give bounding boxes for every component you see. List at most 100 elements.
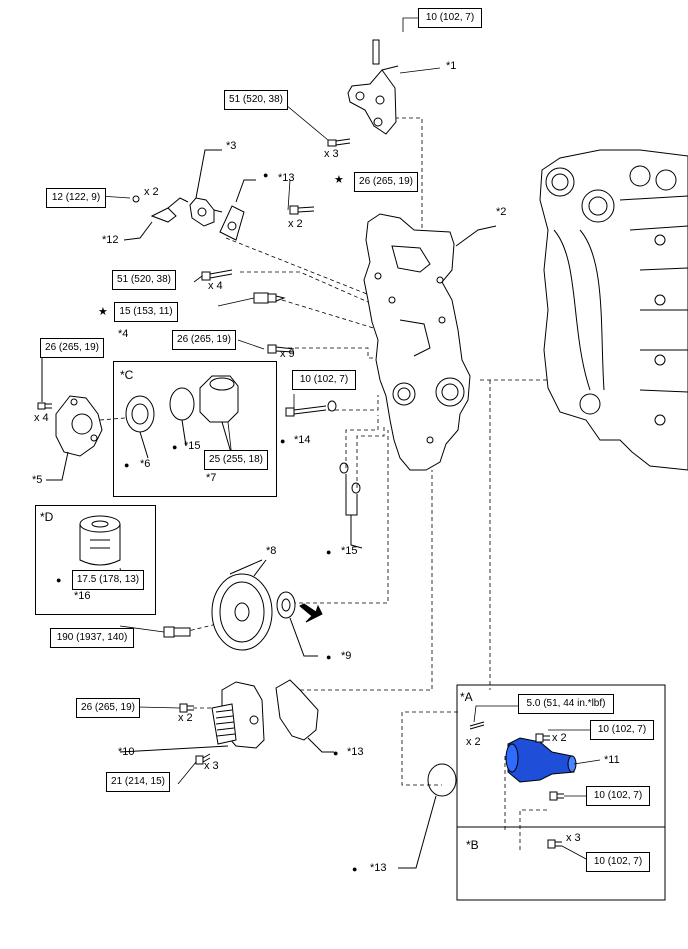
torque-spec-pulley-bolt: 190 (1937, 140) — [50, 628, 134, 648]
callout-7: *7 — [206, 472, 217, 484]
torque-spec-group-b: 10 (102, 7) — [586, 852, 650, 872]
water-inlet-part-11 — [505, 737, 577, 783]
qty-upper-bolts: x 2 — [288, 218, 303, 230]
group-c-parts — [125, 375, 239, 459]
stud-part-a — [469, 721, 485, 730]
group-d-frame — [35, 505, 156, 615]
torque-spec-inlet-x2: 10 (102, 7) — [590, 720, 654, 740]
qty-clip-bolts: x 2 — [144, 186, 159, 198]
qty-x9-bolts: x 9 — [280, 348, 295, 360]
pulley-bolt — [163, 626, 191, 638]
bracket-part-1 — [347, 39, 399, 135]
group-ab-frame — [456, 684, 666, 901]
bullet-16: ● — [56, 575, 62, 585]
qty-x4-bolts: x 4 — [208, 280, 223, 292]
bolt-x2-pump — [179, 703, 194, 713]
qty-pump-x2: x 2 — [178, 712, 193, 724]
gasket-part-13-small — [219, 179, 256, 241]
o-ring-part-13-large — [427, 763, 457, 797]
torque-spec-x4-bolt: 51 (520, 38) — [112, 270, 176, 290]
o-ring-part-15b — [351, 482, 361, 494]
callout-15-c: *15 — [184, 440, 201, 452]
star-sensor: ★ — [98, 306, 108, 318]
callout-13-pump-gasket: *13 — [347, 746, 364, 758]
callout-10: *10 — [118, 746, 135, 758]
group-label-a: *A — [460, 690, 473, 704]
part-12-clip — [123, 197, 189, 241]
group-c-frame — [113, 361, 277, 497]
pump-housing-part-5 — [46, 395, 103, 481]
bolt-x9 — [267, 344, 295, 354]
group-label-c: *C — [120, 368, 134, 382]
torque-spec-long-bolt: 10 (102, 7) — [292, 370, 356, 390]
callout-3: *3 — [226, 140, 237, 152]
torque-spec-housing-bolt: 26 (265, 19) — [40, 338, 104, 358]
callout-8: *8 — [266, 545, 277, 557]
bolt-x3-pump — [195, 753, 211, 765]
callout-1: *1 — [446, 60, 457, 72]
bolt-a-x2 — [535, 733, 550, 743]
engine-block — [539, 149, 688, 471]
torque-spec-filter-cap: 25 (255, 18) — [204, 450, 268, 470]
star-upper-bolt: ★ — [334, 174, 344, 186]
bullet-14: ● — [280, 436, 286, 446]
filter-cap-part-7 — [199, 375, 239, 423]
torque-spec-stud-top: 10 (102, 7) — [418, 8, 482, 28]
bolt-b-x3 — [547, 839, 562, 849]
group-label-d: *D — [40, 510, 54, 524]
direction-arrow — [299, 603, 323, 623]
qty-inlet-bolts: x 2 — [552, 732, 567, 744]
qty-inlet-stud: x 2 — [466, 736, 481, 748]
qty-housing-bolts: x 4 — [34, 412, 49, 424]
bullet-15-c: ● — [172, 442, 178, 452]
torque-spec-inlet-lower: 10 (102, 7) — [586, 786, 650, 806]
oil-filter-part-16 — [79, 515, 121, 566]
callout-5: *5 — [32, 474, 43, 486]
torque-spec-sensor: 15 (153, 11) — [114, 302, 178, 322]
callout-2: *2 — [496, 206, 507, 218]
bullet-6: ● — [124, 460, 130, 470]
torque-spec-bracket-bolt: 51 (520, 38) — [224, 90, 288, 110]
bolt-a-lower — [549, 791, 564, 801]
callout-13-gasket: *13 — [278, 172, 295, 184]
bolt-x2-upper — [289, 205, 315, 215]
seal-part-14 — [327, 400, 337, 412]
bullet-13-o-ring: ● — [352, 864, 358, 874]
callout-15: *15 — [341, 545, 358, 557]
torque-spec-pump-x2: 26 (265, 19) — [76, 698, 140, 718]
bullet-13-pump: ● — [333, 748, 339, 758]
callout-13-o-ring: *13 — [370, 862, 387, 874]
torque-spec-pump-x3: 21 (214, 15) — [106, 772, 170, 792]
bolt-part-14 — [285, 405, 327, 417]
qty-group-b-bolts: x 3 — [566, 832, 581, 844]
seal-part-9 — [276, 591, 296, 619]
group-label-b: *B — [466, 838, 479, 852]
callout-14: *14 — [294, 434, 311, 446]
callout-12: *12 — [102, 234, 119, 246]
bolt-x4 — [201, 269, 233, 281]
timing-cover-part-2 — [363, 213, 497, 471]
bolt-x4-left — [37, 402, 52, 410]
part-3-bracket — [189, 149, 223, 227]
gasket-part-13-pump — [275, 679, 319, 741]
o-ring-part-15a — [339, 462, 349, 474]
torque-spec-oil-filter: 17.5 (178, 13) — [72, 570, 144, 590]
crank-pulley-part-8 — [211, 559, 273, 651]
callout-6: *6 — [140, 458, 151, 470]
torque-spec-upper-bolt: 26 (265, 19) — [354, 172, 418, 192]
torque-spec-clip-bolt: 12 (122, 9) — [46, 188, 106, 208]
sensor-part-4 — [253, 292, 286, 304]
bullet-9: ● — [326, 652, 332, 662]
water-pump-part-10 — [119, 681, 265, 753]
qty-bracket-bolts: x 3 — [324, 148, 339, 160]
bullet-13-gasket: ● — [263, 170, 269, 180]
torque-spec-inlet-stud: 5.0 (51, 44 in.*lbf) — [518, 694, 614, 714]
callout-4: *4 — [118, 328, 129, 340]
torque-spec-x9-bolt: 26 (265, 19) — [172, 330, 236, 350]
bolt-part-1 — [327, 138, 351, 147]
callout-16: *16 — [74, 590, 91, 602]
callout-11: *11 — [604, 754, 620, 766]
callout-9: *9 — [341, 650, 352, 662]
bullet-15: ● — [326, 547, 332, 557]
